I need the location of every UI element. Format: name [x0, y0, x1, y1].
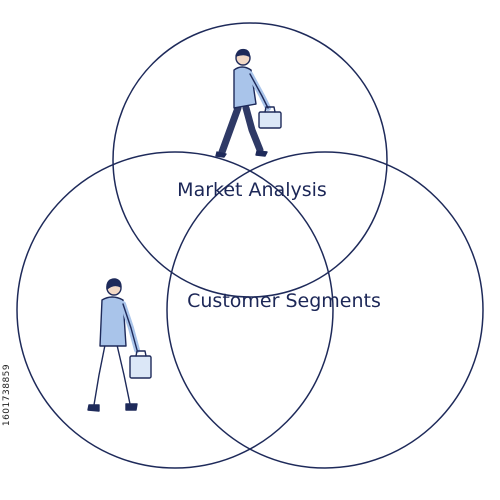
stock-id-text: 1601738859	[2, 363, 12, 427]
circle-right	[166, 151, 484, 469]
circle-left	[16, 151, 334, 469]
briefcase-icon	[258, 106, 282, 129]
label-market-analysis: Market Analysis	[177, 179, 327, 201]
circle-top	[112, 22, 388, 298]
businessman-walking-up-icon	[87, 278, 152, 412]
businessman-walking-right-icon	[215, 48, 282, 158]
label-customer-segments: Customer Segments	[187, 290, 381, 312]
briefcase-icon	[129, 350, 152, 379]
